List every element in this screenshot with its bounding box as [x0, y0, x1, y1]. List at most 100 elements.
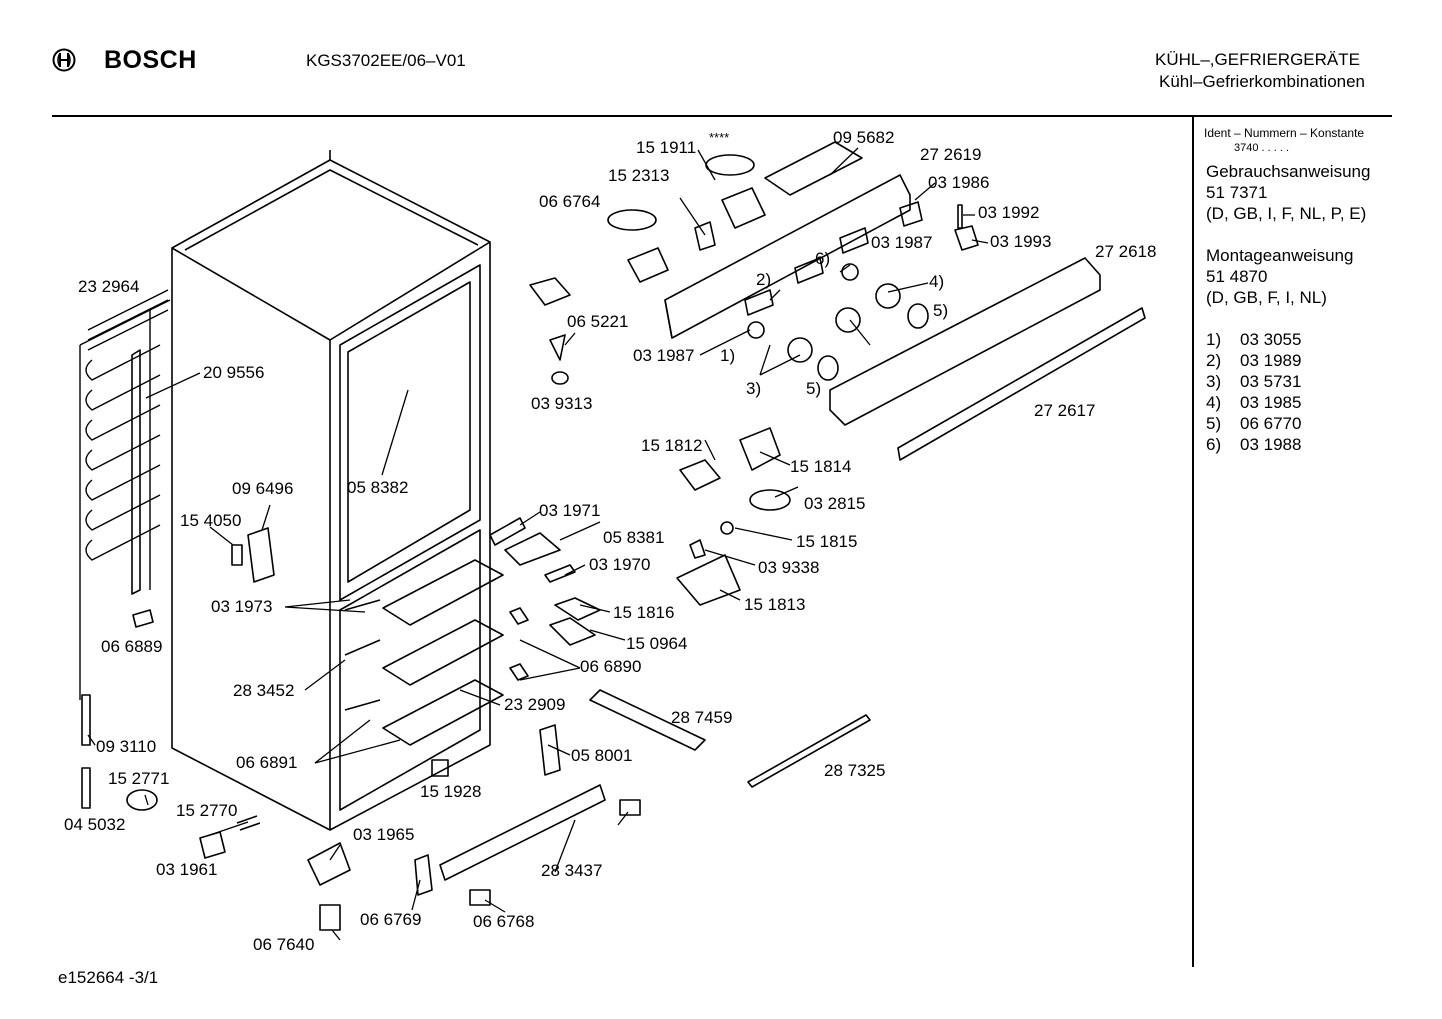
part-label: 06 6889 [101, 637, 163, 656]
part-label: 03 1986 [928, 173, 990, 192]
part-label: 03 1961 [156, 860, 218, 879]
callout-label: 1) [720, 346, 736, 365]
footnote-key: 5) [1206, 414, 1222, 433]
part-label: 15 1814 [790, 457, 852, 476]
install-manual-number: 51 4870 [1206, 267, 1268, 286]
ident-value: 3740 . . . . . [1234, 142, 1290, 154]
footnote-item: 1) 03 3055 [1206, 330, 1301, 350]
trim-strip-272617 [897, 307, 1146, 461]
control-panel [664, 174, 911, 339]
part-label: 23 2909 [504, 695, 566, 714]
part-label: 06 6768 [473, 912, 535, 931]
part-label: 28 7325 [824, 761, 886, 780]
leader-lines [87, 147, 989, 941]
trim-strip-272618 [829, 257, 1101, 426]
model-number: KGS3702EE/06–V01 [306, 51, 466, 70]
part-label: 03 1987 [633, 346, 695, 365]
part-label: 06 6891 [236, 753, 298, 772]
part-label: 15 1928 [420, 782, 482, 801]
part-label: 05 8001 [571, 746, 633, 765]
rail-287459 [589, 689, 706, 751]
part-label: 03 1971 [539, 501, 601, 520]
part-label: 03 1993 [990, 232, 1052, 251]
user-manual-number: 51 7371 [1206, 183, 1268, 202]
footnote-item: 3) 03 5731 [1206, 372, 1301, 392]
part-label: 06 5221 [567, 312, 629, 331]
header-divider [52, 115, 1392, 117]
small-parts [81, 141, 979, 931]
category-subtitle: Kühl–Gefrierkombinationen [1159, 72, 1366, 91]
callout-label: 4) [929, 272, 945, 291]
rail-287325 [747, 714, 871, 788]
part-label: 15 0964 [626, 634, 688, 653]
footnote-item: 6) 03 1988 [1206, 435, 1301, 455]
condenser-coil [79, 289, 171, 700]
footnote-key: 2) [1206, 351, 1222, 370]
part-label: **** [709, 130, 730, 145]
sidebar-divider [1192, 117, 1194, 967]
part-label: 09 3110 [96, 737, 157, 756]
heater-tube [131, 349, 141, 595]
footnote-key: 6) [1206, 435, 1222, 454]
part-label: 27 2618 [1095, 242, 1157, 261]
part-label: 03 1973 [211, 597, 273, 616]
category-title: KÜHL–,GEFRIERGERÄTE [1155, 50, 1360, 69]
part-label: 15 1812 [641, 436, 703, 455]
part-label: 06 6890 [580, 657, 642, 676]
part-label: 28 7459 [671, 708, 733, 727]
part-label: 27 2619 [920, 145, 982, 164]
part-label: 15 1813 [744, 595, 806, 614]
part-label: 05 8381 [603, 528, 665, 547]
footnote-value: 03 1989 [1240, 351, 1302, 370]
part-label: 03 1987 [871, 233, 933, 252]
ident-title: Ident – Nummern – Konstante [1204, 126, 1365, 140]
part-label: 03 1965 [353, 825, 415, 844]
callout-label: 6) [815, 249, 831, 268]
brand-name: BOSCH [104, 46, 197, 74]
callout-label: 2) [756, 270, 772, 289]
shelves [344, 559, 504, 746]
install-manual-languages: (D, GB, F, I, NL) [1206, 288, 1327, 307]
part-label: 03 1992 [978, 203, 1040, 222]
callout-label: 3) [746, 379, 762, 398]
part-label: 06 6769 [360, 910, 422, 929]
part-label: 06 6764 [539, 192, 601, 211]
part-label: 28 3437 [541, 861, 603, 880]
part-label: 03 1970 [589, 555, 651, 574]
bosch-armature-icon [52, 48, 76, 72]
footnote-value: 03 3055 [1240, 330, 1302, 349]
part-label: 15 4050 [180, 511, 242, 530]
footnote-key: 4) [1206, 393, 1222, 412]
part-label: 09 6496 [232, 479, 294, 498]
part-label: 15 2771 [108, 769, 170, 788]
footnote-value: 03 5731 [1240, 372, 1302, 391]
user-manual-title: Gebrauchsanweisung [1206, 162, 1371, 181]
part-label: 05 8382 [347, 478, 409, 497]
callout-label: 5) [806, 379, 822, 398]
part-label: 03 9313 [531, 394, 593, 413]
footnote-item: 4) 03 1985 [1206, 393, 1301, 413]
part-label: 15 1911 [636, 138, 697, 157]
part-label: 15 1815 [796, 532, 858, 551]
part-label: 23 2964 [78, 277, 140, 296]
footnote-value: 03 1988 [1240, 435, 1302, 454]
part-label: 04 5032 [64, 815, 126, 834]
part-label: 15 2770 [176, 801, 238, 820]
rail-283437 [439, 784, 606, 881]
part-label: 06 7640 [253, 935, 315, 954]
part-label: 03 2815 [804, 494, 866, 513]
footnote-value: 03 1985 [1240, 393, 1302, 412]
part-label: 20 9556 [203, 363, 265, 382]
footnote-value: 06 6770 [1240, 414, 1302, 433]
footnote-key: 1) [1206, 330, 1222, 349]
install-manual-title: Montageanweisung [1206, 246, 1354, 265]
footnote-item: 2) 03 1989 [1206, 351, 1301, 371]
part-label: 15 1816 [613, 603, 675, 622]
part-label: 28 3452 [233, 681, 295, 700]
footnote-item: 5) 06 6770 [1206, 414, 1301, 434]
part-label: 09 5682 [833, 128, 895, 147]
callout-label: 5) [933, 301, 949, 320]
footnote-key: 3) [1206, 372, 1222, 391]
part-label: 15 2313 [608, 166, 670, 185]
part-label: 27 2617 [1034, 401, 1096, 420]
